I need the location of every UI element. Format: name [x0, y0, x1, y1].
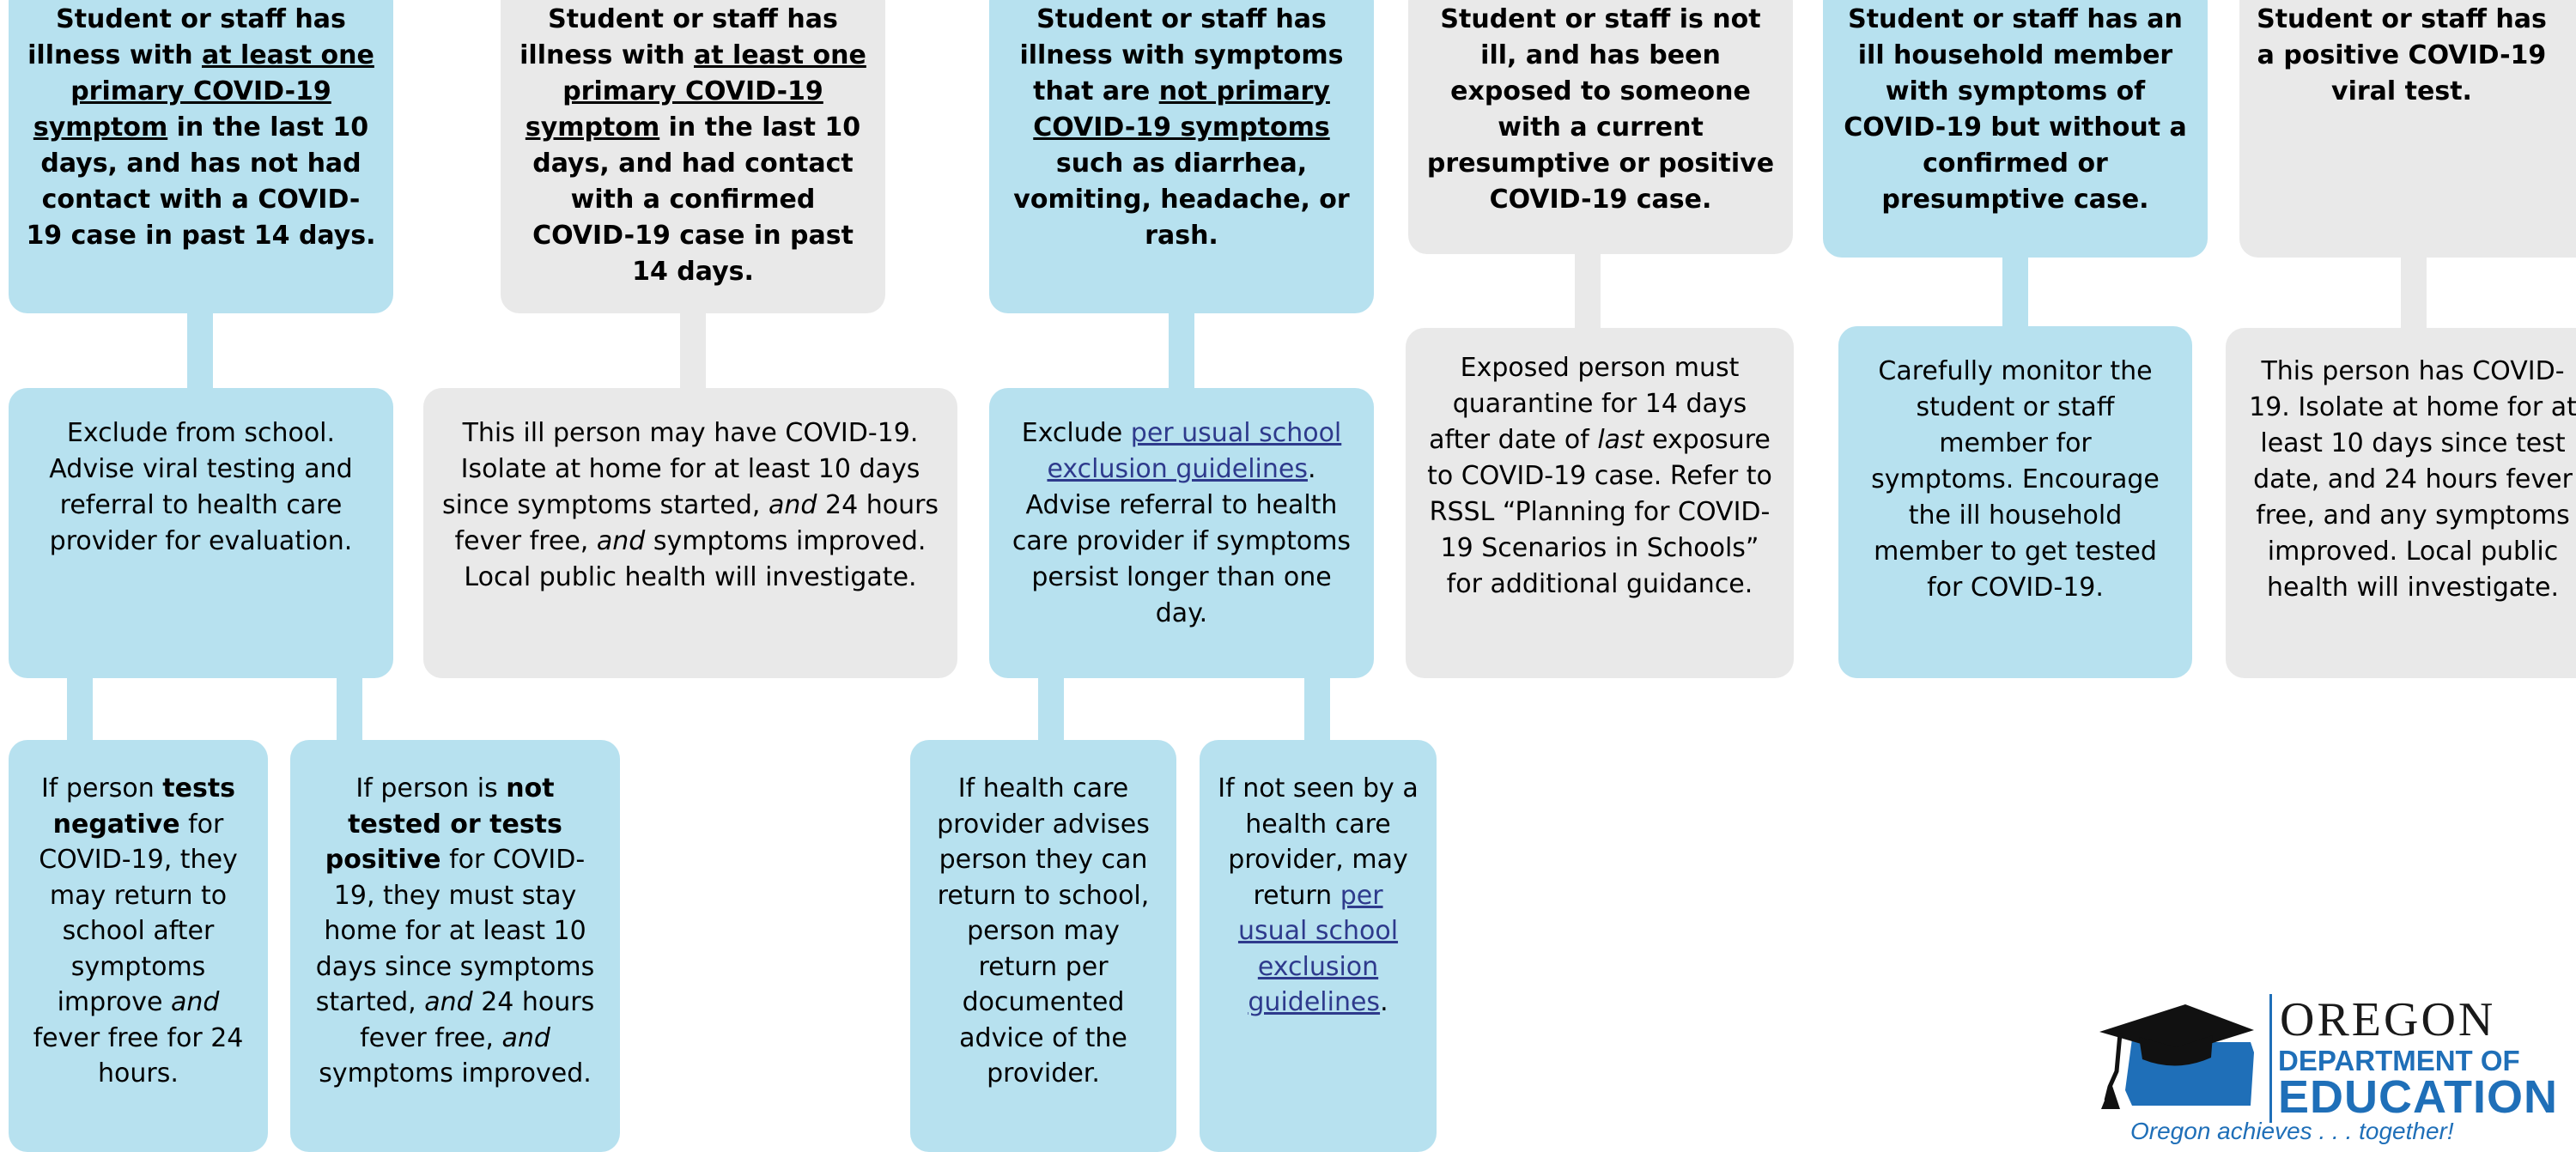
- logo-tagline: Oregon achieves . . . together!: [2130, 1118, 2454, 1144]
- ode-logo: OREGON DEPARTMENT OF EDUCATION Oregon ac…: [2082, 993, 2557, 1144]
- logo-divider: [2269, 994, 2272, 1123]
- action-box-6: This person has COVID-19. Isolate at hom…: [2226, 328, 2576, 678]
- action-box-2: This ill person may have COVID-19. Isola…: [423, 388, 957, 678]
- action-text-3: Exclude per usual school exclusion guide…: [1012, 418, 1352, 628]
- trigger-box-2: Student or staff has illness with at lea…: [501, 0, 885, 313]
- trigger-text-4: Student or staff is not ill, and has bee…: [1426, 4, 1775, 215]
- outcome-text-1b: If person is not tested or tests positiv…: [315, 773, 595, 1088]
- action-box-4: Exposed person must quarantine for 14 da…: [1406, 328, 1794, 678]
- outcome-text-3a: If health care provider advises person t…: [937, 773, 1150, 1088]
- trigger-text-2: Student or staff has illness with at lea…: [519, 4, 866, 287]
- exclusion-guidelines-link[interactable]: per usual school exclusion guidelines: [1237, 880, 1399, 1018]
- action-text-6: This person has COVID-19. Isolate at hom…: [2249, 356, 2576, 603]
- connector: [1169, 309, 1194, 395]
- trigger-box-1: Student or staff has illness with at lea…: [9, 0, 393, 313]
- trigger-box-4: Student or staff is not ill, and has bee…: [1408, 0, 1793, 254]
- action-text-4: Exposed person must quarantine for 14 da…: [1427, 353, 1772, 599]
- action-box-3: Exclude per usual school exclusion guide…: [989, 388, 1374, 678]
- trigger-text-3: Student or staff has illness with sympto…: [1013, 4, 1350, 251]
- outcome-text-1a: If person tests negative for COVID-19, t…: [33, 773, 244, 1088]
- outcome-box-3b: If not seen by a health care provider, m…: [1200, 740, 1437, 1152]
- trigger-text-6: Student or staff has a positive COVID-19…: [2257, 4, 2547, 106]
- connector: [2401, 249, 2427, 335]
- trigger-box-5: Student or staff has an ill household me…: [1823, 0, 2208, 258]
- trigger-text-5: Student or staff has an ill household me…: [1844, 4, 2187, 215]
- logo-oregon: OREGON: [2280, 993, 2496, 1046]
- action-text-2: This ill person may have COVID-19. Isola…: [441, 418, 939, 592]
- trigger-box-6: Student or staff has a positive COVID-19…: [2239, 0, 2576, 258]
- outcome-box-1b: If person is not tested or tests positiv…: [290, 740, 620, 1152]
- action-text-5: Carefully monitor the student or staff m…: [1871, 356, 2160, 603]
- logo-education: EDUCATION: [2278, 1071, 2558, 1123]
- action-box-1: Exclude from school. Advise viral testin…: [9, 388, 393, 678]
- trigger-text-1: Student or staff has illness with at lea…: [26, 4, 376, 251]
- connector: [2002, 249, 2028, 335]
- trigger-box-3: Student or staff has illness with sympto…: [989, 0, 1374, 313]
- action-box-5: Carefully monitor the student or staff m…: [1838, 326, 2192, 678]
- exclusion-guidelines-link[interactable]: per usual school exclusion guidelines: [1047, 418, 1342, 484]
- logo-department-of: DEPARTMENT OF: [2278, 1045, 2520, 1076]
- outcome-text-3b: If not seen by a health care provider, m…: [1218, 773, 1419, 1018]
- oregon-mortarboard-icon: [2099, 1004, 2254, 1109]
- connector: [680, 309, 706, 395]
- outcome-box-1a: If person tests negative for COVID-19, t…: [9, 740, 268, 1152]
- connector: [187, 309, 213, 395]
- connector: [1575, 249, 1601, 335]
- action-text-1: Exclude from school. Advise viral testin…: [49, 418, 353, 556]
- outcome-box-3a: If health care provider advises person t…: [910, 740, 1176, 1152]
